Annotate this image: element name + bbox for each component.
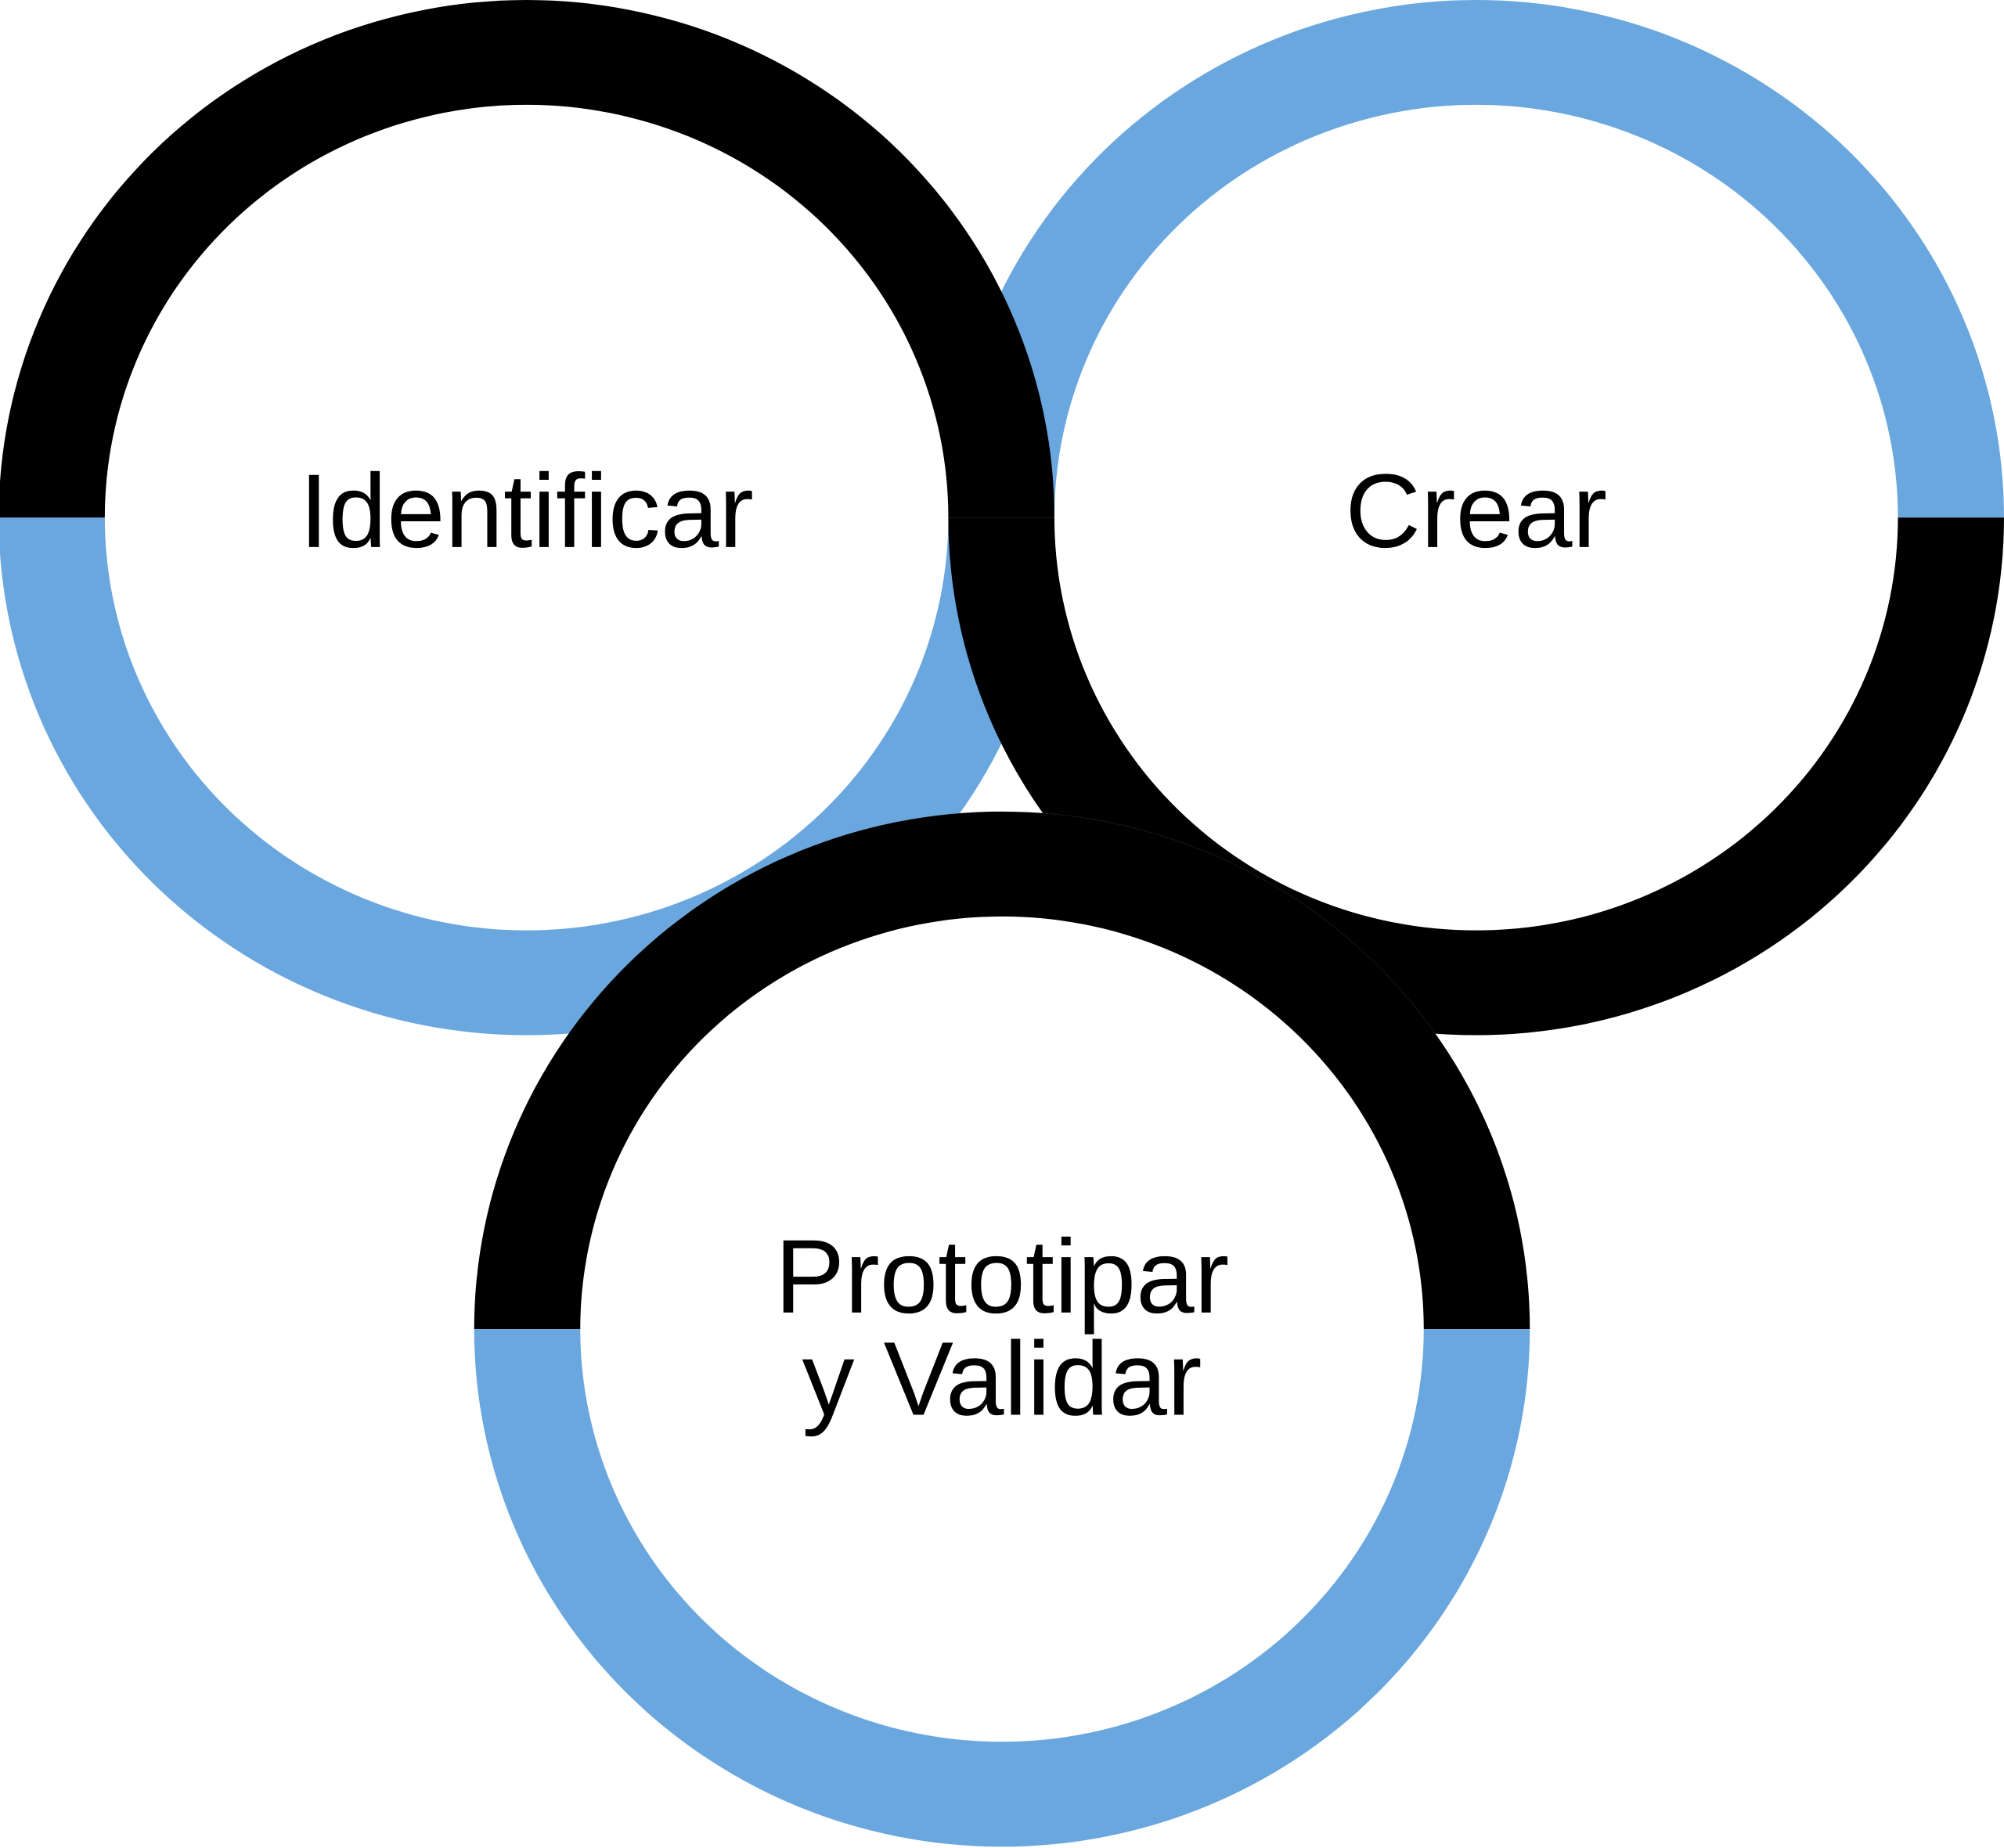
ring-prototipar-fill bbox=[474, 811, 1530, 1847]
label-validar: y Validar bbox=[802, 1320, 1202, 1437]
ring-prototipar-top-arc bbox=[474, 811, 1530, 1330]
label-crear: Crear bbox=[1345, 453, 1607, 570]
ring-crear-top-arc bbox=[948, 0, 2004, 518]
ring-prototipar-bottom-arc bbox=[474, 1329, 1530, 1847]
label-prototipar: Prototipar bbox=[775, 1219, 1229, 1335]
label-identificar: Identificar bbox=[299, 453, 753, 570]
ring-identificar-top-arc bbox=[0, 0, 1054, 518]
